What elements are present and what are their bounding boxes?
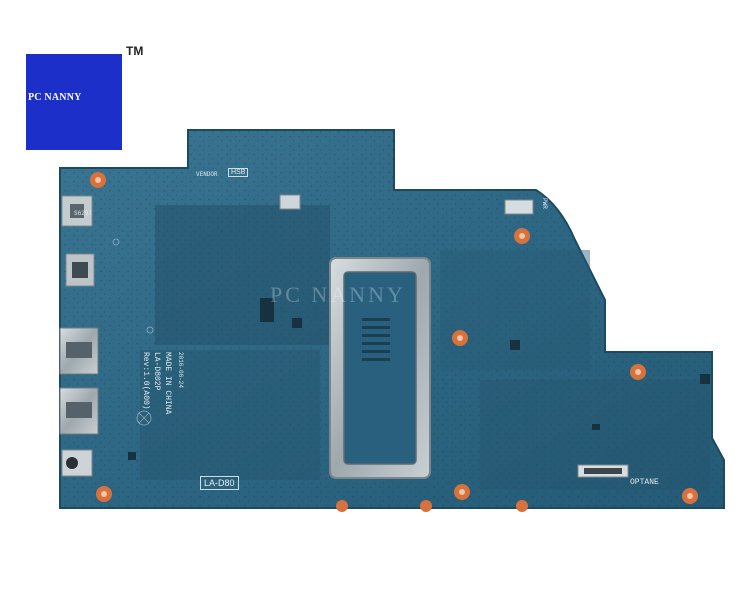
pwr-connector	[504, 199, 534, 215]
part-line-2: LA-D802P	[152, 352, 161, 391]
logo-box	[26, 54, 122, 150]
date-code: 2016-06-24	[177, 352, 184, 389]
top-connector	[279, 194, 301, 210]
trademark-symbol: TM	[126, 44, 144, 58]
vendor-label: VENDOR	[196, 171, 218, 178]
pwr-label: PWR	[541, 198, 548, 209]
vendor-code-box: HSB	[228, 168, 249, 177]
optane-label: OPTANE	[630, 478, 659, 487]
logo-text: PC NANNY	[28, 92, 82, 103]
watermark-text: PC NANNY	[270, 282, 406, 307]
mounting-pads	[90, 172, 698, 512]
part-line-1: Rev:1.0(A00)	[141, 352, 150, 410]
port-code-label: S6297	[74, 210, 93, 217]
part-line-3: MADE IN CHINA	[163, 352, 172, 415]
model-label: LA-D80	[200, 476, 239, 490]
